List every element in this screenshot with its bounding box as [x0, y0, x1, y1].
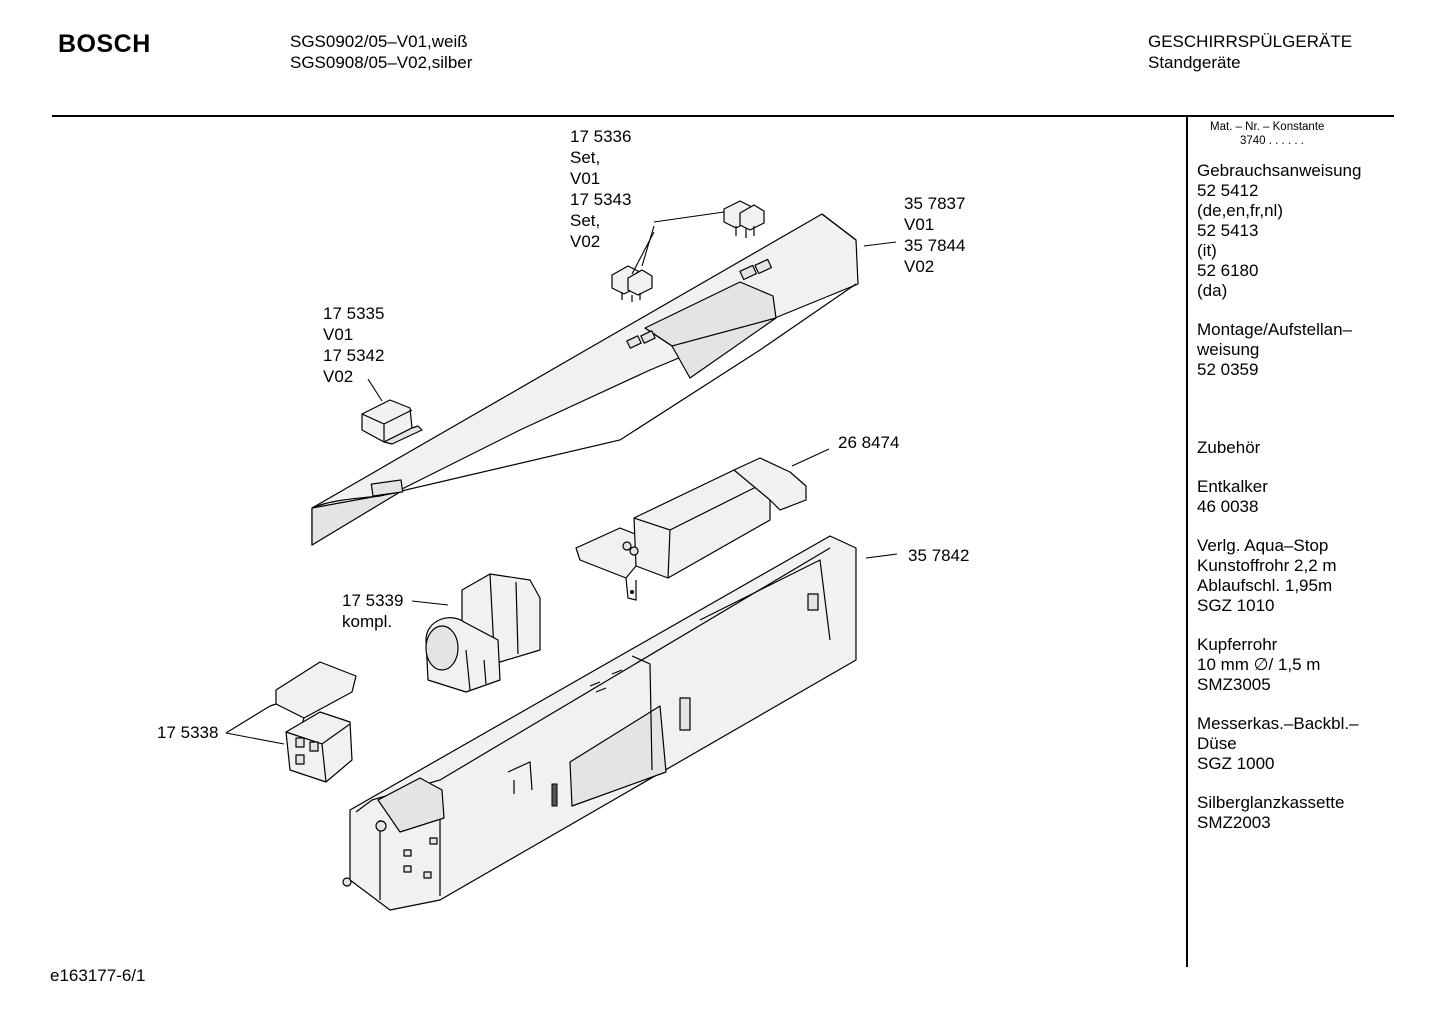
sidebar-line: Messerkas.–Backbl.– — [1197, 714, 1359, 733]
sidebar-divider — [1186, 117, 1188, 967]
header-divider — [52, 115, 1394, 117]
sidebar-line: (de,en,fr,nl) — [1197, 201, 1283, 220]
callout-line: Set, — [570, 148, 601, 167]
callout-line: 26 8474 — [838, 433, 900, 452]
callout-line: V01 — [904, 215, 935, 234]
sidebar-line: SGZ 1010 — [1197, 596, 1275, 615]
material-number-value: 3740 . . . . . . — [1240, 135, 1304, 147]
callout-line: V02 — [904, 257, 935, 276]
control-panel-part — [311, 213, 859, 546]
sidebar-line: 10 mm ∅/ 1,5 m — [1197, 655, 1321, 674]
model-list: SGS0902/05–V01,weiß SGS0908/05–V02,silbe… — [290, 31, 472, 73]
sidebar-line: SMZ3005 — [1197, 675, 1271, 694]
sidebar-line: 52 5413 — [1197, 221, 1259, 240]
sidebar-group: Zubehör — [1197, 438, 1387, 458]
sidebar-line: Entkalker — [1197, 477, 1268, 496]
sidebar-line: SMZ2003 — [1197, 813, 1271, 832]
callout-line: 17 5342 — [323, 346, 385, 365]
callout-line: Set, — [570, 211, 601, 230]
sidebar-line: (da) — [1197, 281, 1228, 300]
callout-circuit-board: 35 7842 — [908, 545, 969, 566]
electronic-module-part — [575, 457, 807, 601]
callout-knob: 17 5335 V01 17 5342 V02 — [323, 303, 384, 387]
callout-line: V02 — [570, 232, 601, 251]
callout-line: 17 5338 — [157, 723, 219, 742]
sidebar-line: Kupferrohr — [1197, 635, 1278, 654]
sidebar-line: 52 5412 — [1197, 181, 1259, 200]
sidebar-line: Verlg. Aqua–Stop — [1197, 536, 1329, 555]
callout-control-panel: 35 7837 V01 35 7844 V02 — [904, 193, 965, 277]
document-id: e163177-6/1 — [50, 966, 146, 985]
callout-line: 17 5339 — [342, 591, 404, 610]
callout-line: V01 — [570, 169, 601, 188]
callout-line: 35 7842 — [908, 546, 970, 565]
callout-button-set: 17 5336 Set, V01 17 5343 Set, V02 — [570, 126, 631, 252]
sidebar-line: weisung — [1197, 340, 1260, 359]
push-button-part — [611, 265, 653, 302]
callout-line: 17 5335 — [323, 304, 385, 323]
sidebar-line: 52 6180 — [1197, 261, 1259, 280]
category-title: GESCHIRRSPÜLGERÄTE — [1148, 32, 1353, 51]
callout-line: V01 — [323, 325, 354, 344]
push-button-part — [723, 200, 765, 238]
category-block: GESCHIRRSPÜLGERÄTE Standgeräte — [1148, 31, 1352, 73]
leader-lines — [225, 211, 898, 745]
sidebar-line: Zubehör — [1197, 438, 1261, 457]
sidebar-line: Düse — [1197, 734, 1237, 753]
model-line-1: SGS0902/05–V01,weiß — [290, 32, 468, 51]
valve-assembly-part — [425, 573, 541, 693]
sidebar-line: Ablaufschl. 1,95m — [1197, 576, 1333, 595]
circuit-board-carrier-part — [342, 535, 857, 911]
model-line-2: SGS0908/05–V02,silber — [290, 53, 473, 72]
sidebar-line: Silberglanzkassette — [1197, 793, 1345, 812]
callout-valve-assembly: 17 5339 kompl. — [342, 590, 403, 632]
main-switch-part — [269, 661, 357, 783]
callout-line: 17 5336 — [570, 127, 632, 146]
material-number-label: Mat. – Nr. – Konstante — [1210, 121, 1325, 133]
callout-line: 35 7837 — [904, 194, 966, 213]
sidebar-line: Montage/Aufstellan– — [1197, 320, 1352, 339]
knob-part — [361, 399, 423, 445]
callout-line: 17 5343 — [570, 190, 632, 209]
sidebar-line: Gebrauchsanweisung — [1197, 161, 1362, 180]
sidebar-line: 46 0038 — [1197, 497, 1259, 516]
brand-logo: BOSCH — [58, 30, 151, 58]
category-subtitle: Standgeräte — [1148, 53, 1241, 72]
callout-main-switch: 17 5338 — [157, 722, 218, 743]
callout-electronic-module: 26 8474 — [838, 432, 899, 453]
sidebar-line: SGZ 1000 — [1197, 754, 1275, 773]
callout-line: V02 — [323, 367, 354, 386]
callout-line: kompl. — [342, 612, 393, 631]
sidebar-line: Kunstoffrohr 2,2 m — [1197, 556, 1337, 575]
sidebar-line: (it) — [1197, 241, 1217, 260]
callout-line: 35 7844 — [904, 236, 966, 255]
sidebar-line: 52 0359 — [1197, 360, 1259, 379]
